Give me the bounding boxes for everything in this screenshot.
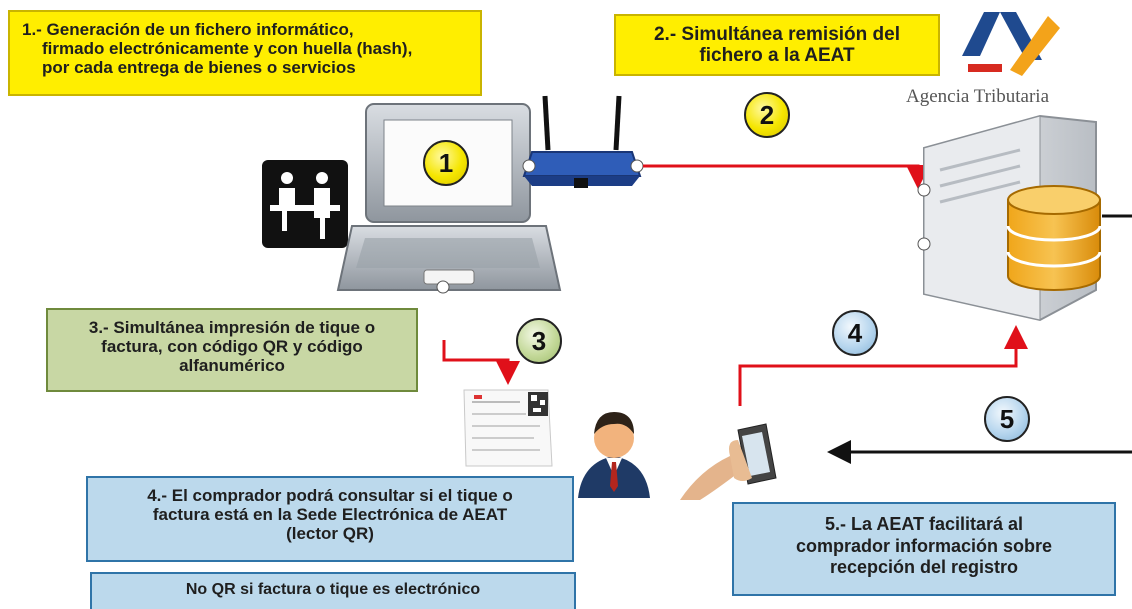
box1-line-3: por cada entrega de bienes o servicios: [42, 58, 356, 78]
no-qr-note: No QR si factura o tique es electrónico: [90, 572, 576, 609]
logo-text: Agencia Tributaria: [906, 86, 1050, 107]
step3-description: 3.- Simultánea impresión de tique o fact…: [46, 308, 418, 392]
step4-description: 4.- El comprador podrá consultar si el t…: [86, 476, 574, 562]
box4-line-2: factura está en la Sede Electrónica de A…: [152, 505, 508, 525]
arrow-to-server: [643, 164, 930, 189]
step-1-badge: 1: [423, 140, 469, 186]
box3-line-2: factura, con código QR y código: [101, 337, 363, 357]
box1-line-1: 1.- Generación de un fichero informático…: [22, 20, 354, 39]
box4-line-1: 4.- El comprador podrá consultar si el t…: [147, 486, 513, 505]
step-4-badge: 4: [832, 310, 878, 356]
phone-hand-icon: [680, 423, 777, 500]
step-3-badge: 3: [516, 318, 562, 364]
shop-counter-icon: [262, 160, 348, 248]
box2-line-2: fichero a la AEAT: [699, 45, 855, 67]
step-2-badge: 2: [744, 92, 790, 138]
box5-line-1: 5.- La AEAT facilitará al: [824, 514, 1024, 534]
arrow-phone-to-server: [738, 325, 1028, 406]
box5-line-2: comprador información sobre: [795, 535, 1053, 556]
box3-line-3: alfanumérico: [179, 356, 285, 376]
step2-description: 2.- Simultánea remisión del fichero a la…: [614, 14, 940, 76]
step1-description: 1.- Generación de un fichero informático…: [8, 10, 482, 96]
agencia-tributaria-logo: [962, 12, 1060, 76]
box3-line-1: 3.- Simultánea impresión de tique o: [88, 318, 376, 337]
receipt-qr-icon: [463, 389, 553, 467]
step-5-badge: 5: [984, 396, 1030, 442]
box2-line-1: 2.- Simultánea remisión del: [653, 24, 901, 45]
step5-description: 5.- La AEAT facilitará al comprador info…: [732, 502, 1116, 596]
box4-line-3: (lector QR): [286, 524, 374, 544]
box5-line-3: recepción del registro: [829, 557, 1019, 578]
box1-line-2: firmado electrónicamente y con huella (h…: [42, 39, 413, 59]
laptop-icon: [336, 103, 562, 294]
router-icon: [522, 95, 644, 188]
arrow-to-ticket: [442, 340, 520, 385]
database-icon: [1006, 185, 1132, 291]
note-text: No QR si factura o tique es electrónico: [185, 581, 481, 598]
buyer-person-icon: [578, 412, 650, 498]
